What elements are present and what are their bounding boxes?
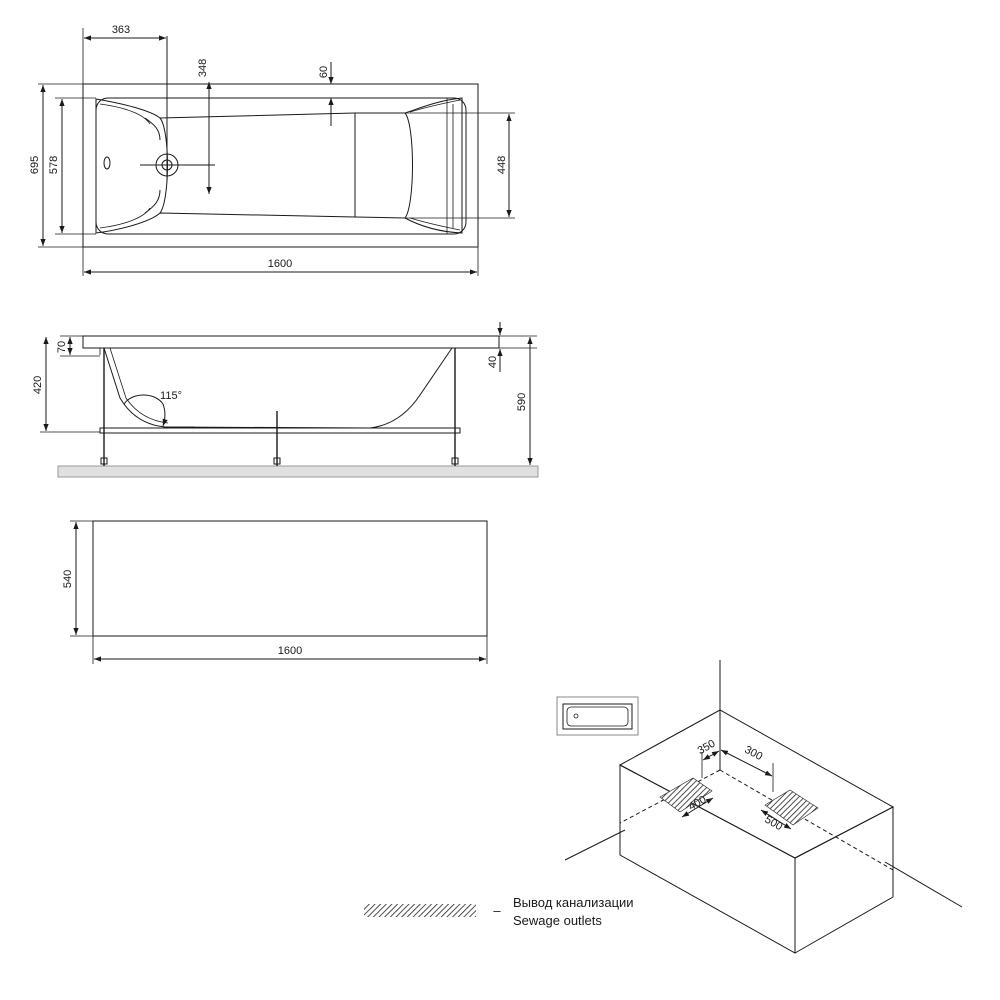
tub-rim-side xyxy=(82,335,500,349)
dim-panel-height: 540 xyxy=(62,570,74,588)
tub-box-right xyxy=(794,806,894,954)
tub-flow-curves xyxy=(99,99,461,231)
front-panel xyxy=(92,520,488,637)
dim-overall-width: 695 xyxy=(29,156,41,174)
legend-dash: – xyxy=(493,903,501,918)
tub-box-top xyxy=(618,709,895,859)
dim-overall-length: 1600 xyxy=(268,258,292,270)
hidden-edges xyxy=(619,769,894,871)
overflow-hole xyxy=(103,156,111,170)
tub-outer-rim xyxy=(82,83,479,248)
tub-inner-side xyxy=(109,347,169,424)
legend: – Вывод канализации Sewage outlets xyxy=(364,895,634,928)
support-frame xyxy=(99,427,461,434)
dim-bottom-width: 448 xyxy=(496,156,508,174)
backrest-angle: 115° xyxy=(160,390,182,402)
panel-view: 540 1600 xyxy=(62,520,488,664)
dim-rim-40: 40 xyxy=(487,356,499,368)
floor xyxy=(57,465,539,478)
side-view: 115° 70 420 40 590 xyxy=(32,322,539,478)
tub-body-side xyxy=(103,347,453,429)
dim-height-590: 590 xyxy=(516,393,528,411)
dim-rim-70: 70 xyxy=(56,341,68,353)
dim-drain-offset: 363 xyxy=(112,24,130,36)
dim-depth-420: 420 xyxy=(32,376,44,394)
sewage-outlet-1 xyxy=(659,777,713,813)
tub-basin-outline xyxy=(95,97,463,234)
tub-inner-rim xyxy=(95,97,467,235)
legend-hatch-swatch xyxy=(364,904,476,917)
dim-panel-length: 1600 xyxy=(278,645,302,657)
legend-label-ru: Вывод канализации xyxy=(513,895,634,910)
dim-300: 300 xyxy=(742,744,764,763)
angle-arc xyxy=(123,394,168,427)
top-view: 363 348 60 695 578 448 1600 xyxy=(29,24,515,276)
legend-label-en: Sewage outlets xyxy=(513,913,602,928)
dim-inner-half: 348 xyxy=(197,59,209,77)
dim-rim-60: 60 xyxy=(318,66,330,78)
dim-inner-width: 578 xyxy=(48,156,60,174)
